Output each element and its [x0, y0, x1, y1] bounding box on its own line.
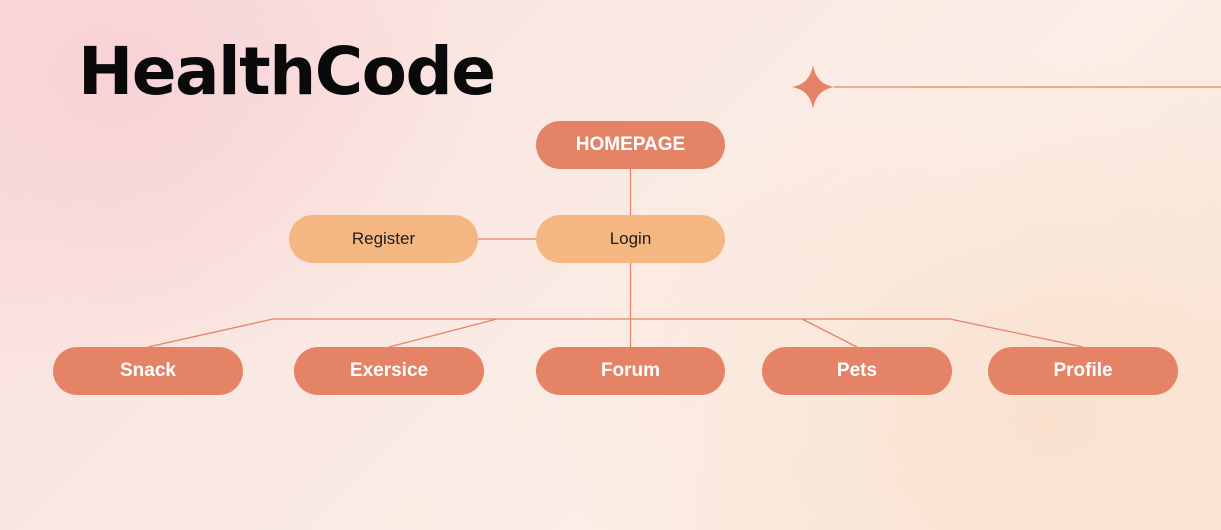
node-login-label: Login	[609, 229, 652, 248]
node-profile[interactable]: Profile	[988, 347, 1178, 395]
sparkle-icon	[792, 65, 834, 109]
node-homepage[interactable]: HOMEPAGE	[536, 121, 725, 169]
node-forum[interactable]: Forum	[536, 347, 725, 395]
edge-login-pets	[801, 318, 858, 348]
page-title: HealthCode	[78, 33, 496, 110]
node-register-label: Register	[351, 229, 416, 248]
node-register[interactable]: Register	[289, 215, 478, 263]
edge-login-profile	[949, 318, 1084, 348]
node-login[interactable]: Login	[536, 215, 725, 263]
node-snack[interactable]: Snack	[53, 347, 243, 395]
node-pets[interactable]: Pets	[762, 347, 952, 395]
edge-login-exersice	[388, 318, 498, 348]
node-exersice[interactable]: Exersice	[294, 347, 484, 395]
node-snack-label: Snack	[120, 360, 176, 381]
node-homepage-label: HOMEPAGE	[575, 134, 686, 155]
node-profile-label: Profile	[1053, 360, 1113, 381]
node-exersice-label: Exersice	[349, 360, 429, 381]
node-pets-label: Pets	[836, 360, 878, 381]
node-forum-label: Forum	[600, 360, 661, 381]
edge-login-snack	[147, 318, 274, 348]
